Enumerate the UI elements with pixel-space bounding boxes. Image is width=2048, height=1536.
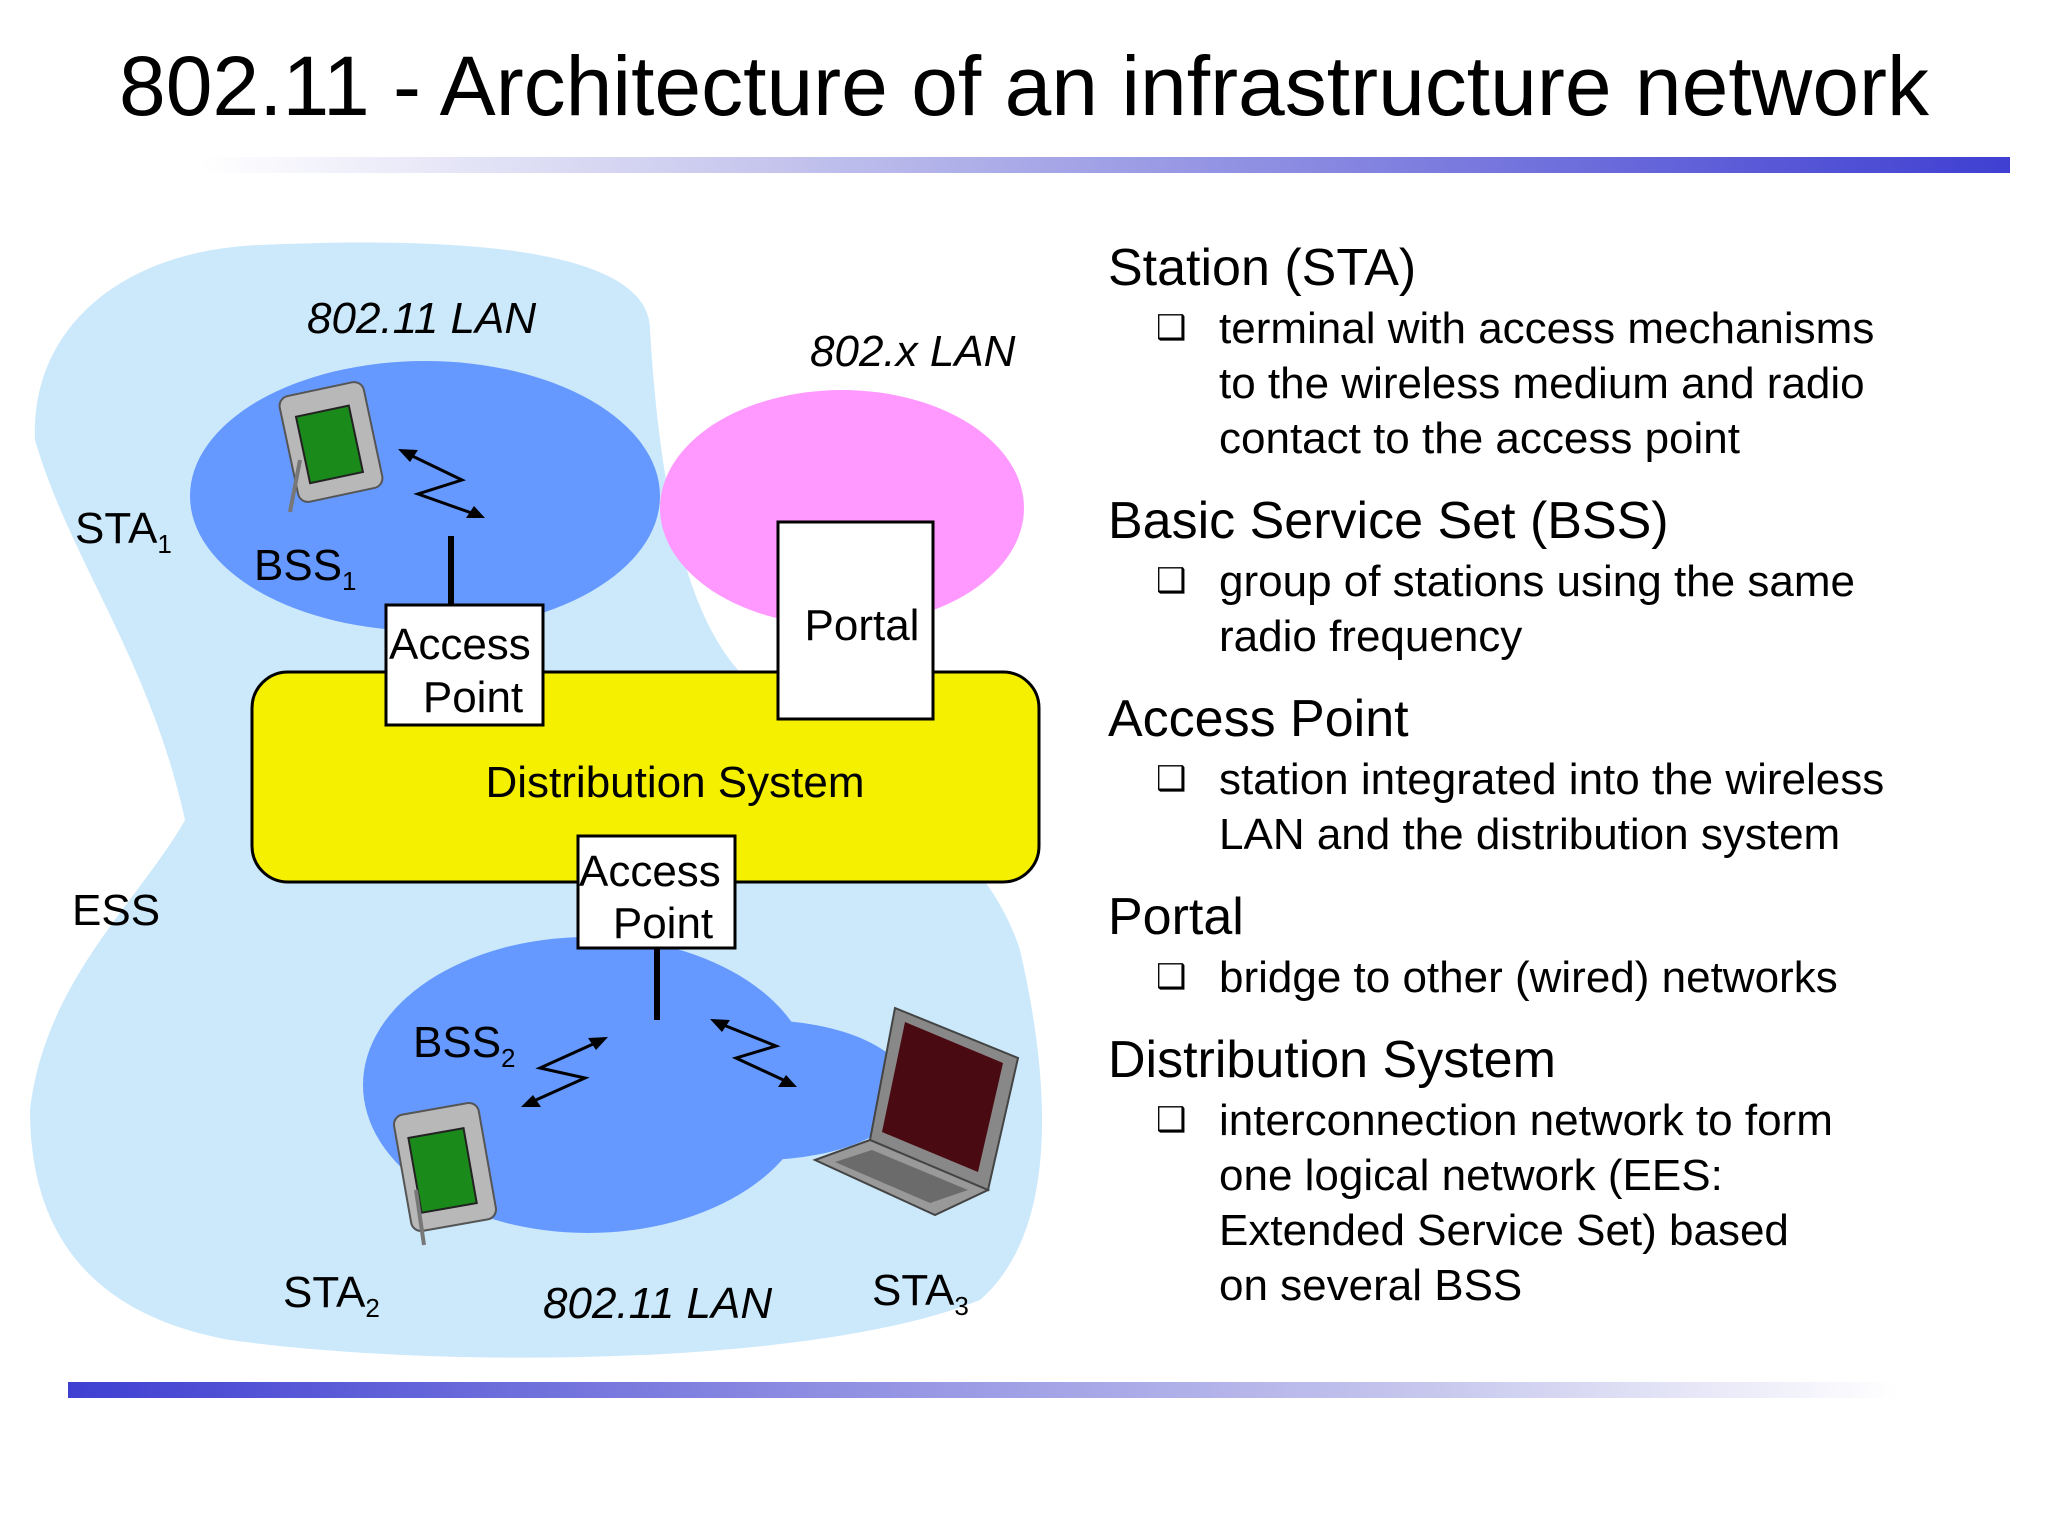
definition-distribution-system: ❑ interconnection network to form one lo… [1108,1093,2008,1313]
definition-line: contact to the access point [1219,414,1740,463]
term-distribution-system: Distribution System [1108,1031,1556,1089]
bss1-label: BSS1 [254,541,357,596]
definition-line: to the wireless medium and radio [1219,359,1865,408]
definition-line: Extended Service Set) based [1219,1206,1789,1255]
pda-icon [392,1102,498,1246]
radio-link-icon [398,449,485,518]
distribution-system-label: Distribution System [485,758,864,807]
lan-bottom-label: 802.11 LAN [543,1279,772,1328]
radio-link-icon [710,1019,797,1087]
checkbox-bullet-icon: ❑ [1156,958,1187,996]
radio-link-icon [521,1037,608,1107]
definition-station: ❑ terminal with access mechanisms to the… [1108,301,2008,466]
definition-bss: ❑ group of stations using the same radio… [1108,554,2008,664]
definition-line: one logical network (EES: [1219,1151,1723,1200]
definition-line: LAN and the distribution system [1219,810,1841,859]
pda-icon [278,381,384,513]
definitions-list: Station (STA) ❑ terminal with access mec… [1108,235,2008,1335]
bottom-gradient-bar [68,1382,1898,1398]
lan-top-label: 802.11 LAN [307,294,536,343]
access-point-bottom-box [576,834,737,950]
definition-line: station integrated into the wireless [1219,755,1885,804]
checkbox-bullet-icon: ❑ [1156,309,1187,347]
checkbox-bullet-icon: ❑ [1156,562,1187,600]
bss2-ellipse-extension [610,1020,910,1160]
sta1-label: STA1 [75,504,172,559]
definition-line: bridge to other (wired) networks [1219,953,1838,1002]
sta2-label: STA2 [283,1268,380,1323]
lan-802x-label: 802.x LAN [810,327,1016,376]
laptop-icon [812,1006,1020,1217]
definition-line: group of stations using the same [1219,557,1855,606]
term-station: Station (STA) [1108,239,1417,297]
definition-line: radio frequency [1219,612,1523,661]
term-access-point: Access Point [1108,690,1409,748]
access-point-top-box [384,603,545,727]
term-bss: Basic Service Set (BSS) [1108,492,1669,550]
sta3-label: STA3 [872,1266,969,1321]
access-point-bottom-label: Access Point [579,847,733,948]
definition-portal: ❑ bridge to other (wired) networks [1108,950,2008,1005]
bss2-label: BSS2 [413,1018,516,1073]
checkbox-bullet-icon: ❑ [1156,1101,1187,1139]
slide-title: 802.11 - Architecture of an infrastructu… [118,39,1930,133]
checkbox-bullet-icon: ❑ [1156,760,1187,798]
ess-label: ESS [72,886,160,935]
definition-access-point: ❑ station integrated into the wireless L… [1108,752,2008,862]
term-portal: Portal [1108,888,1244,946]
definition-line: interconnection network to form [1219,1096,1833,1145]
access-point-top-label: Access Point [389,620,543,722]
network-diagram: 802.11 LAN 802.x LAN 802.11 LAN STA1 BSS… [30,242,1043,1358]
portal-box [776,520,935,721]
portal-label: Portal [805,601,920,650]
top-gradient-bar [200,157,2010,173]
definition-line: on several BSS [1219,1261,1523,1310]
definition-line: terminal with access mechanisms [1219,304,1875,353]
